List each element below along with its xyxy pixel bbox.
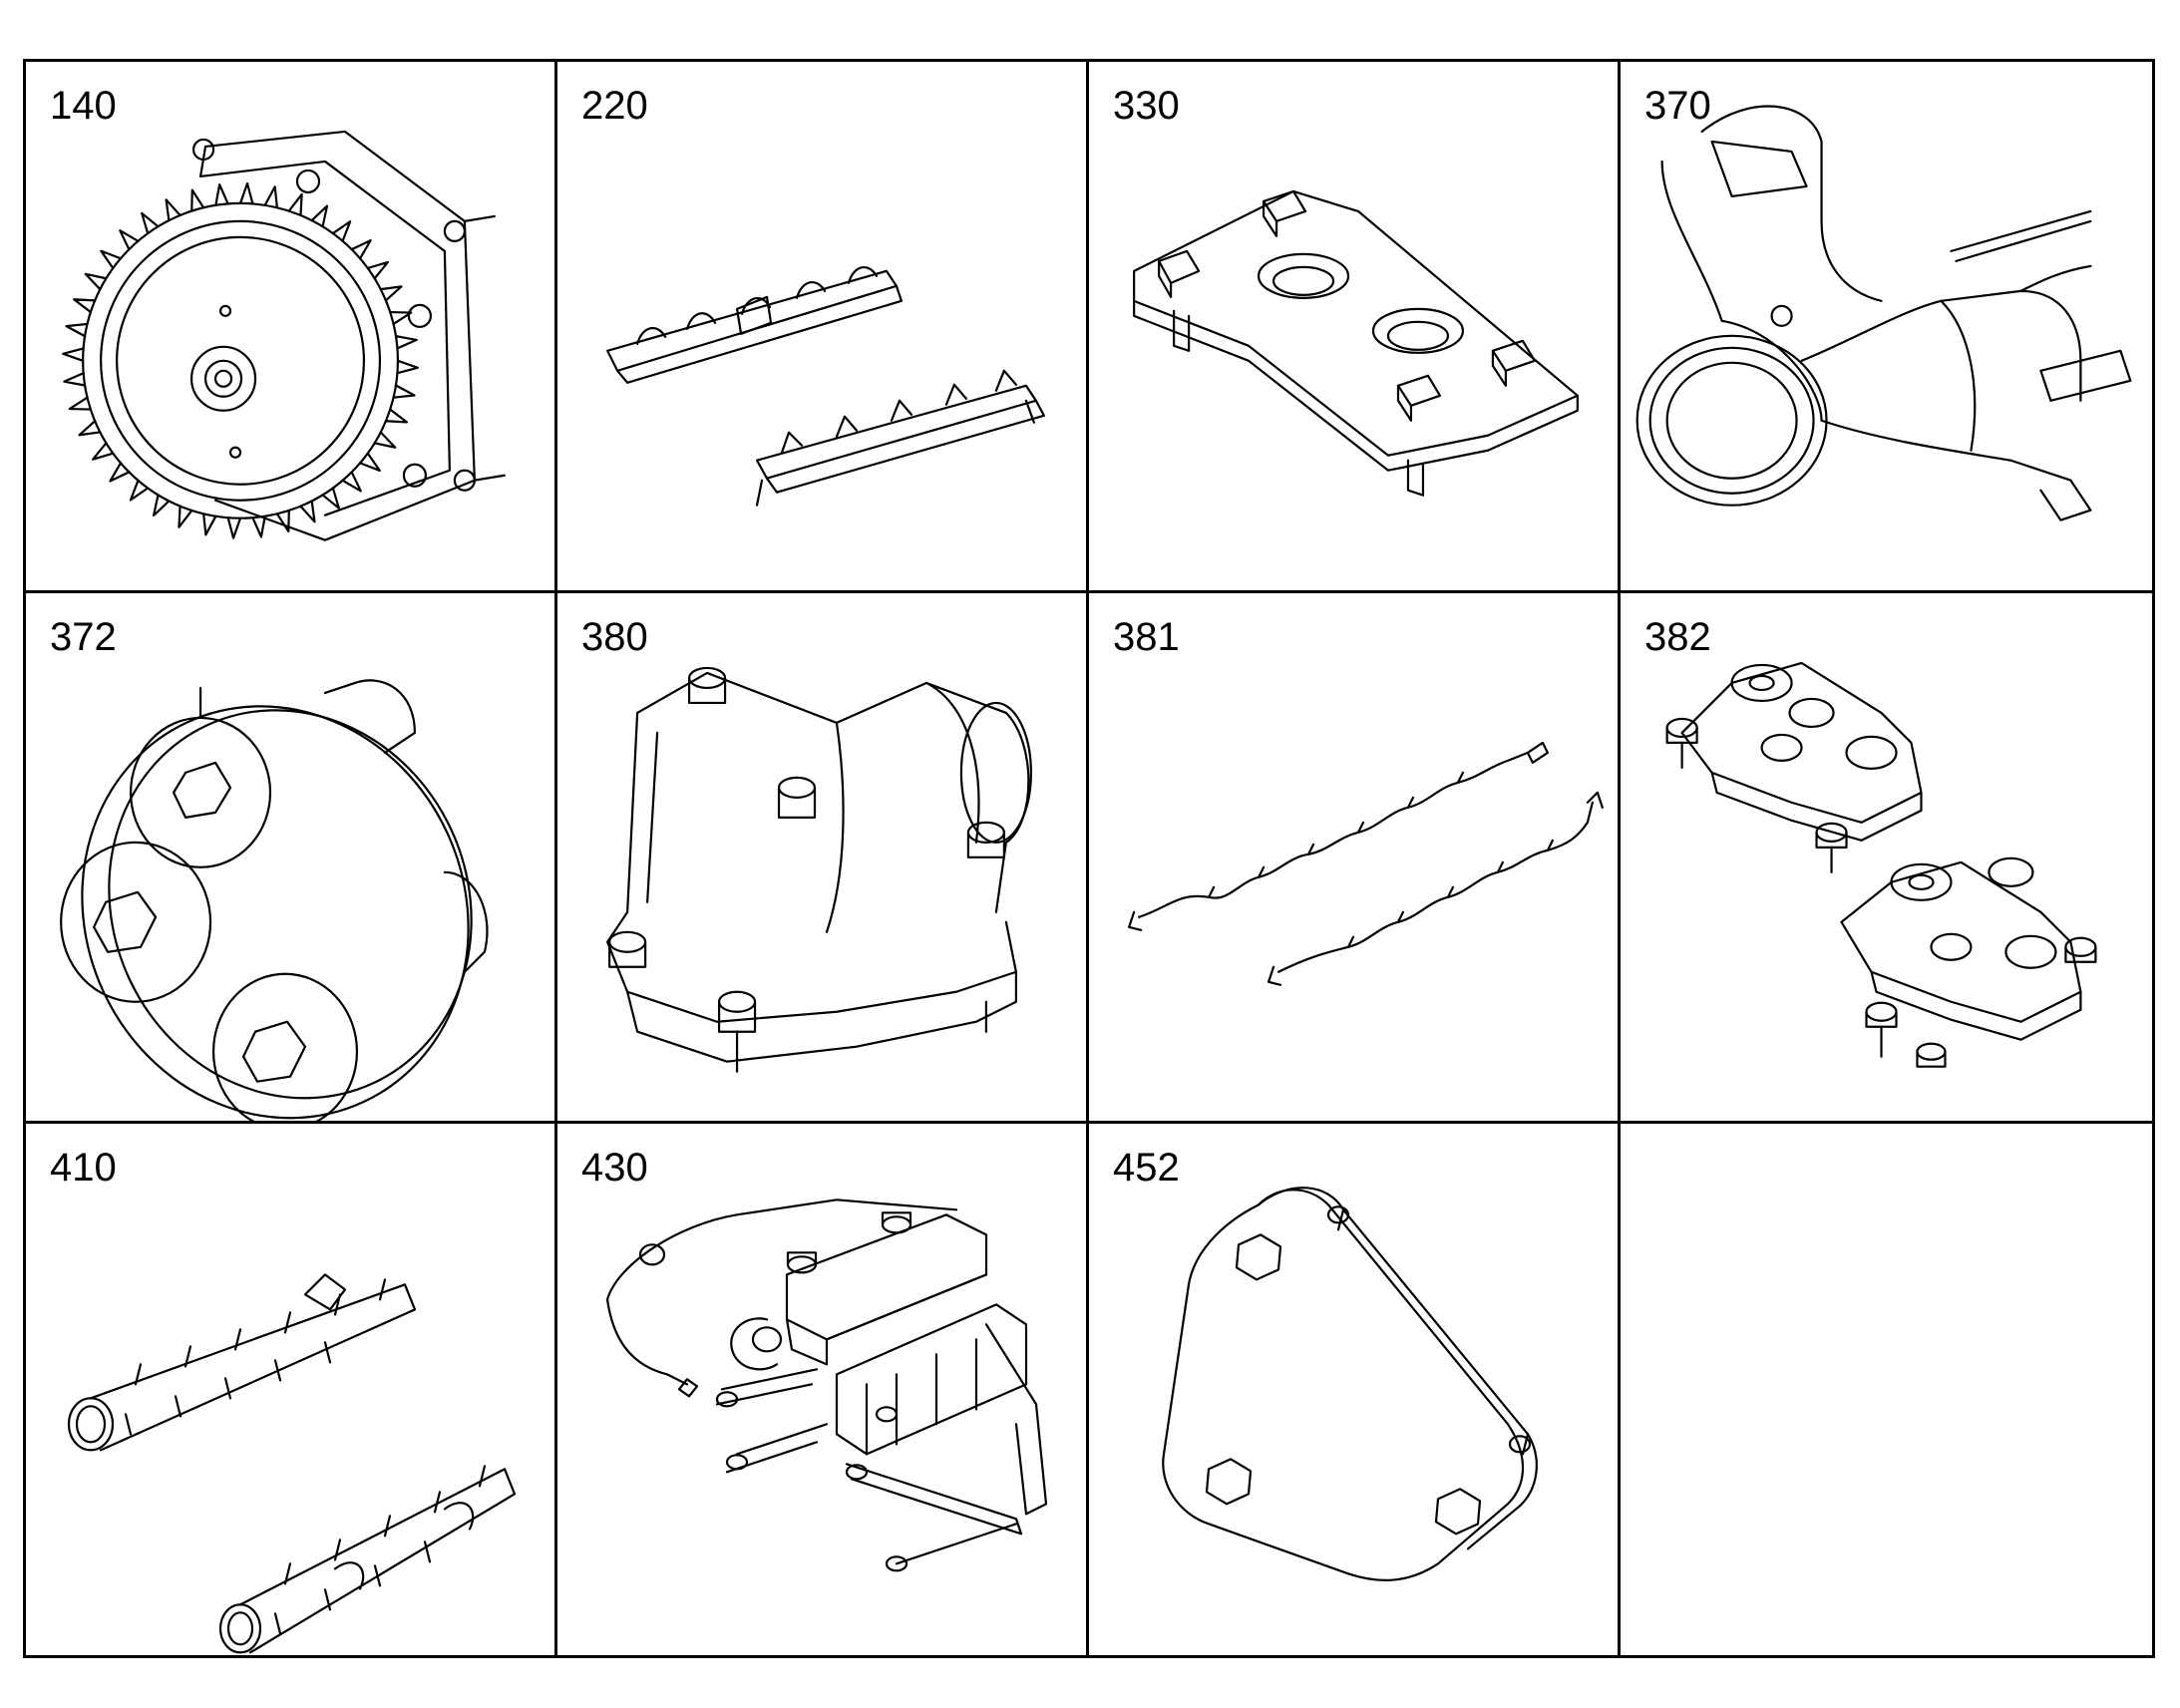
rocker-arm-assembly-icon: [606, 266, 1045, 507]
coolant-elbow-pipe-icon: [1635, 105, 2132, 521]
part-cell-140[interactable]: 140: [26, 62, 557, 593]
part-cell-380[interactable]: 380: [557, 592, 1089, 1125]
valve-cover-pair-icon: [1665, 661, 2097, 1068]
thermostat-housing-icon: [606, 666, 1032, 1073]
part-cell-372[interactable]: 372: [26, 592, 557, 1125]
bolted-plate-icon: [1133, 189, 1579, 497]
part-number: 372: [50, 614, 117, 659]
part-number: 370: [1644, 84, 1711, 128]
part-cell-430[interactable]: 430: [557, 1124, 1089, 1655]
part-number: 380: [581, 614, 648, 659]
part-cell-452[interactable]: 452: [1089, 1124, 1621, 1655]
part-cell-330[interactable]: 330: [1089, 62, 1621, 593]
part-number: 330: [1113, 84, 1180, 128]
part-number: 410: [50, 1146, 117, 1191]
part-cell-382[interactable]: 382: [1621, 593, 2152, 1125]
part-number: 140: [50, 84, 117, 128]
fuel-rail-assembly-icon: [67, 1273, 517, 1654]
part-number: 382: [1644, 614, 1711, 659]
part-cell-220[interactable]: 220: [557, 62, 1089, 593]
part-number: 381: [1113, 614, 1180, 659]
cover-plate-icon: [1162, 1187, 1538, 1582]
part-number: 220: [581, 84, 648, 128]
part-number: 430: [581, 1146, 648, 1191]
part-cell-381[interactable]: 381: [1089, 592, 1621, 1125]
part-cell-empty: [1621, 1124, 2152, 1655]
parts-grid: 140 220 330: [23, 59, 2155, 1658]
bracket-assembly-icon: [605, 1198, 1048, 1572]
wiring-harness-icon: [1128, 741, 1604, 986]
part-cell-410[interactable]: 410: [26, 1124, 557, 1655]
flange-tool-icon: [60, 678, 489, 1122]
part-number: 452: [1113, 1146, 1180, 1191]
part-cell-370[interactable]: 370: [1621, 62, 2152, 593]
oil-pump-gear-icon: [62, 130, 506, 541]
gear-teeth: [62, 181, 419, 539]
